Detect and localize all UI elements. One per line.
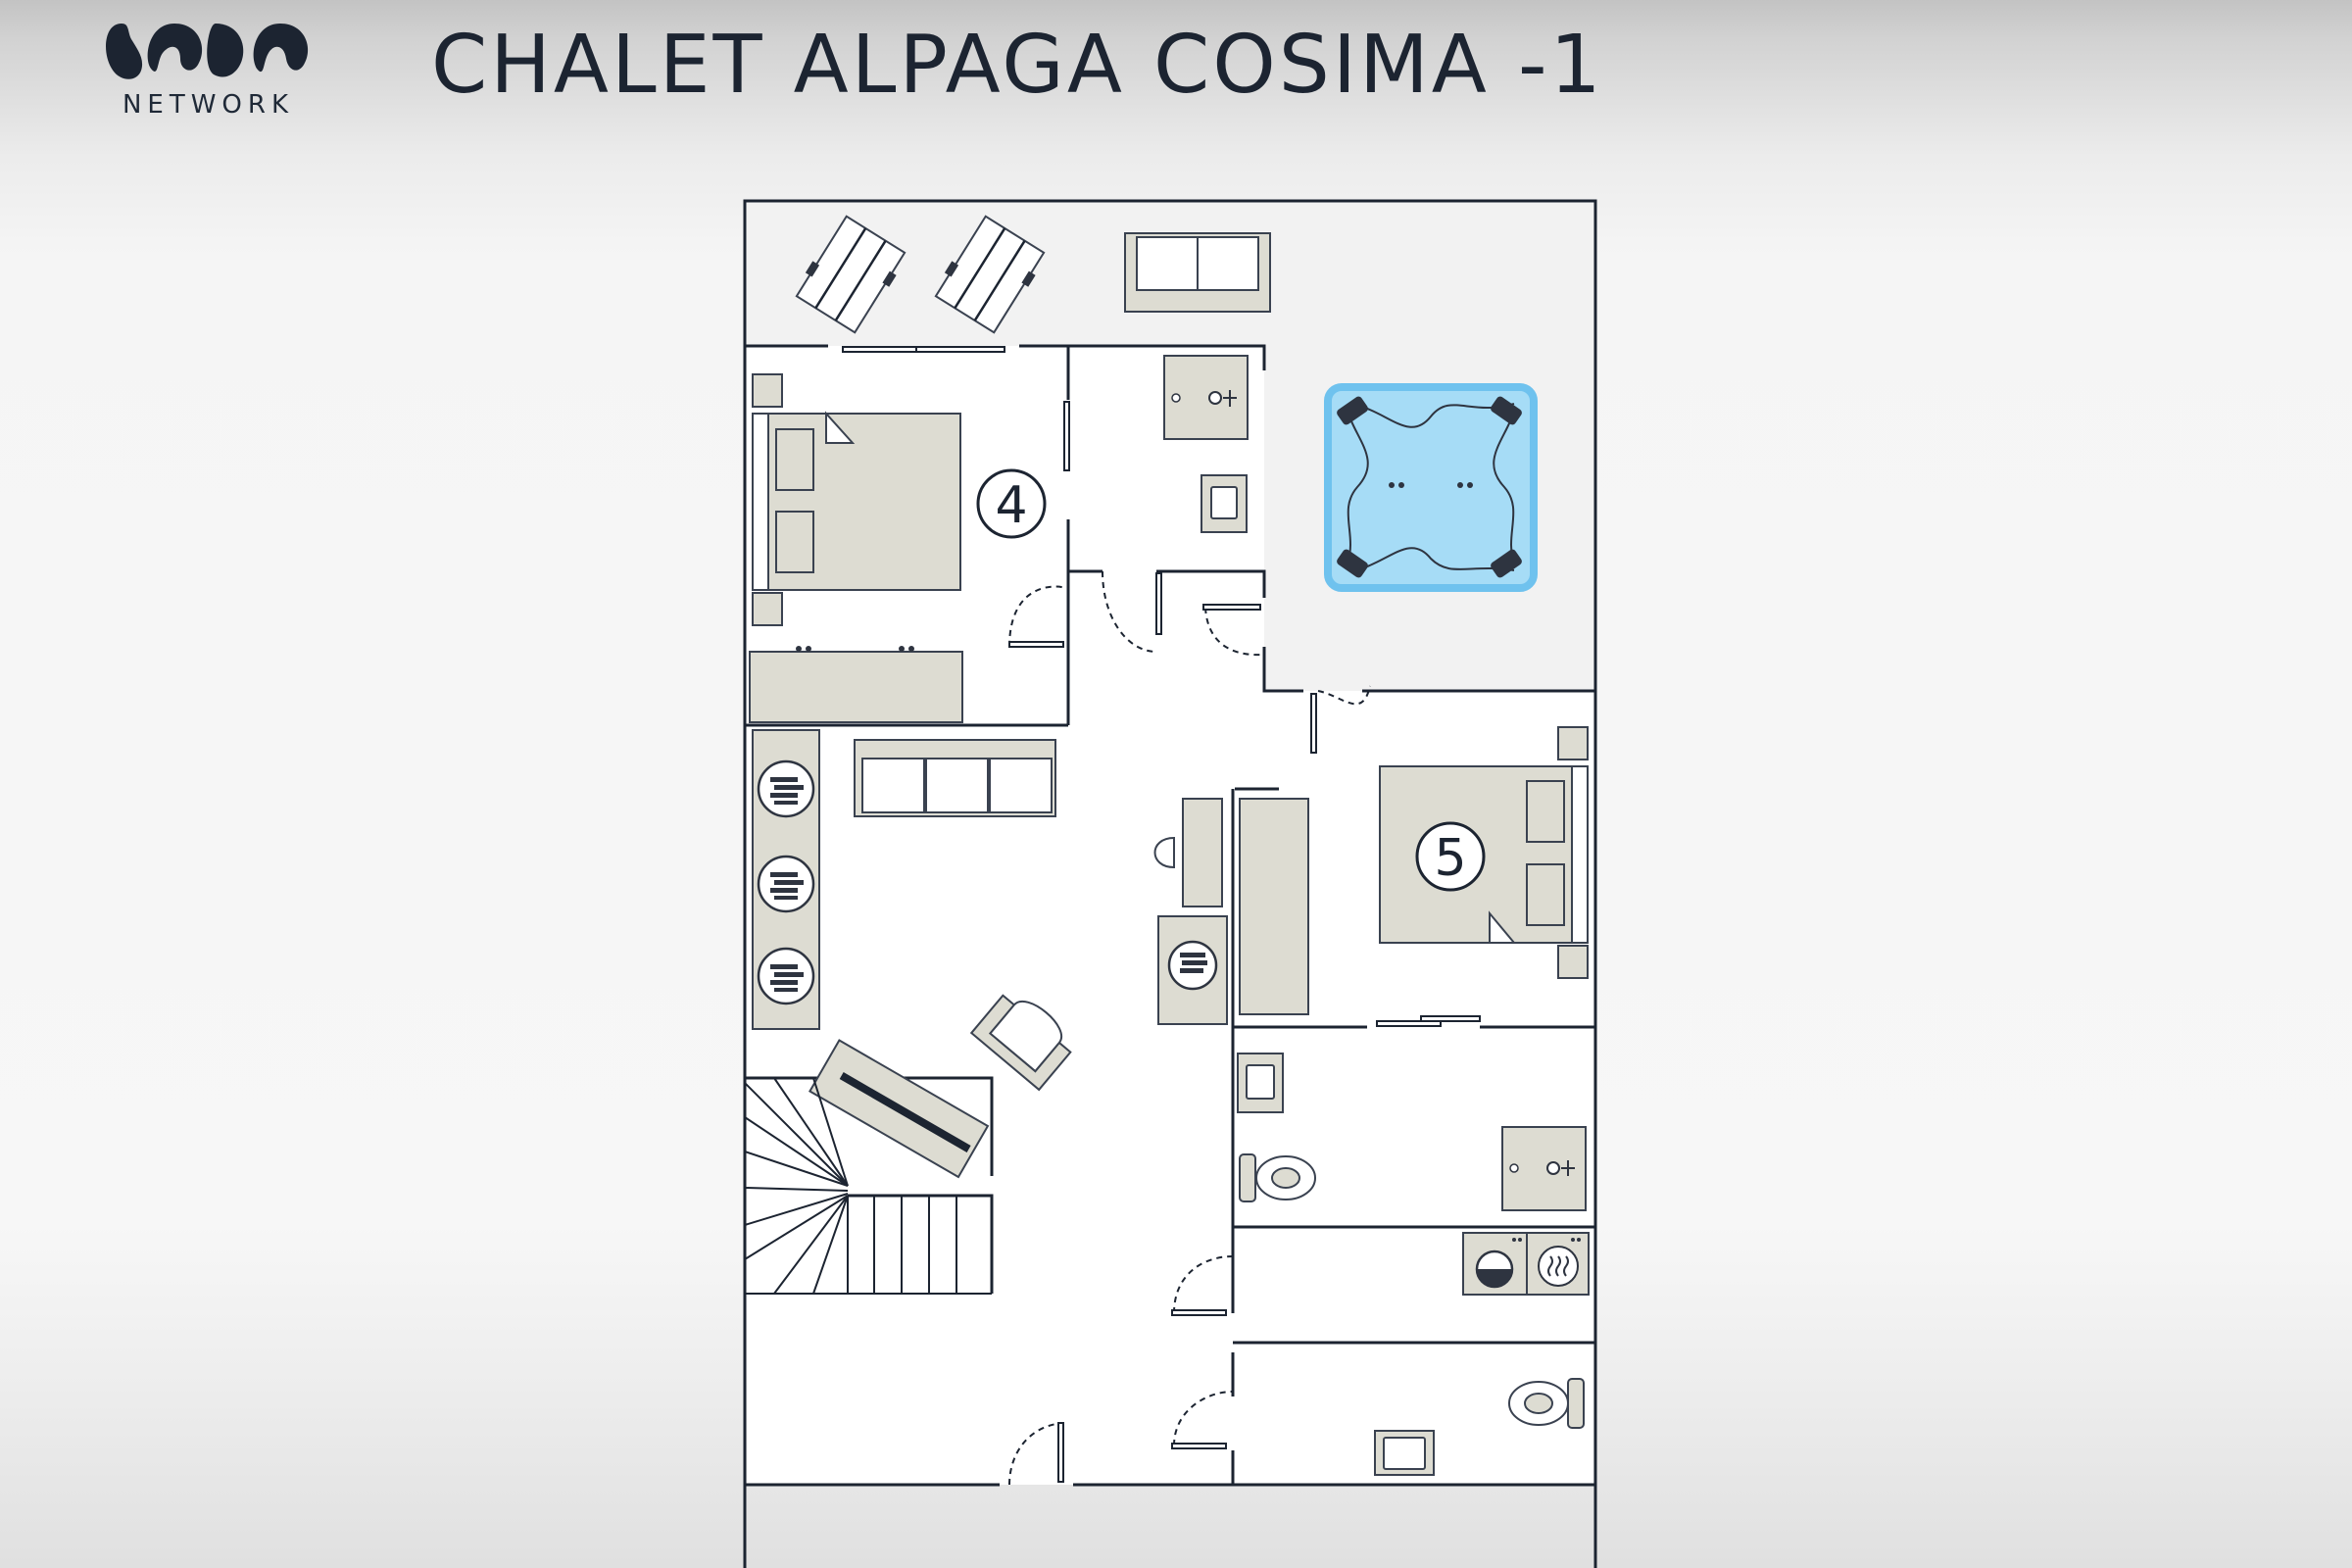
bathroom-5 bbox=[1237, 1053, 1587, 1211]
interior-walls bbox=[745, 344, 1595, 1487]
laundry bbox=[1462, 1232, 1590, 1296]
wc bbox=[1374, 1378, 1585, 1476]
dryer-icon bbox=[1538, 1246, 1579, 1287]
living-area bbox=[752, 729, 1072, 1092]
logo-mark bbox=[106, 24, 309, 79]
bookshelf-icons bbox=[757, 760, 815, 1005]
logo-wordmark: NETWORK bbox=[122, 90, 295, 120]
bathroom-4 bbox=[1163, 355, 1249, 533]
washing-machine-icon bbox=[1475, 1250, 1514, 1289]
room-number-5: 5 bbox=[1434, 829, 1466, 888]
staircase bbox=[744, 1039, 992, 1295]
page-title: CHALET ALPAGA COSIMA -1 bbox=[431, 19, 1604, 112]
doors bbox=[1008, 570, 1371, 1486]
bedroom-5: 5 bbox=[1379, 726, 1589, 979]
exterior-walls bbox=[743, 199, 1597, 1568]
bedroom-4: 4 bbox=[749, 373, 1047, 723]
toilet-icon bbox=[1239, 1153, 1316, 1202]
ono-network-logo bbox=[106, 24, 309, 79]
hot-tub bbox=[1324, 383, 1538, 592]
room-number-4: 4 bbox=[995, 476, 1027, 535]
terrace-sofa bbox=[1124, 232, 1271, 313]
desk-area bbox=[1153, 798, 1309, 1025]
toilet-icon bbox=[1508, 1378, 1585, 1429]
loungers bbox=[795, 215, 1046, 334]
interior-floor bbox=[747, 346, 1593, 1485]
